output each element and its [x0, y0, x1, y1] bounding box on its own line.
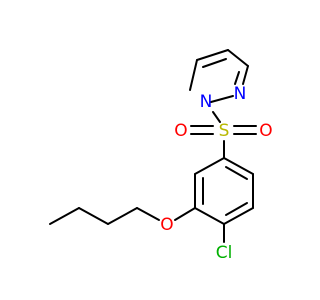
molecule-canvas: N N S O O O Cl — [49, 49, 273, 263]
bond-ch2-ch2b — [78, 207, 109, 225]
atom-chlorine-label: Cl — [216, 243, 233, 263]
bond-ch2-ch3 — [49, 207, 80, 225]
bond-o-ch2 — [136, 207, 160, 221]
bond-c1-c2 — [194, 157, 225, 175]
bond-c4-c5 — [223, 207, 254, 225]
bond-n1-c5 — [189, 59, 198, 91]
bond-c3-n2-inner — [234, 71, 240, 85]
bond-n2-n1 — [210, 95, 234, 103]
butoxy-chain — [49, 207, 196, 225]
bond-c3-n2 — [242, 65, 249, 85]
bond-c3-c4 — [194, 207, 225, 225]
benzene-ring — [194, 157, 254, 225]
bond-n1-s — [212, 111, 221, 123]
atom-oxygen-sulfonyl-left-label: O — [174, 121, 187, 141]
bond-c6-c1-inner — [225, 166, 248, 180]
bond-c4-c3 — [227, 49, 249, 67]
atom-sulfur-label: S — [219, 121, 230, 141]
bond-ch2-ch2 — [107, 207, 138, 225]
bond-c3-o — [174, 207, 196, 221]
sulfonyl-bonds — [190, 125, 257, 135]
atom-labels: N N S O O O Cl — [160, 84, 272, 263]
atom-oxygen-sulfonyl-right-label: O — [259, 121, 272, 141]
bond-c6-c1 — [223, 157, 254, 175]
bond-c4-c5-inner — [225, 202, 248, 216]
structure-drawing: N N S O O O Cl — [49, 49, 273, 263]
bond-c5-c4 — [196, 49, 229, 61]
pyrazole-ring — [189, 49, 249, 103]
atom-oxygen-ether-label: O — [160, 215, 173, 235]
atom-n2-label: N — [234, 84, 247, 104]
bond-c5-c4-inner — [202, 58, 227, 68]
atom-n1-label: N — [200, 92, 213, 112]
